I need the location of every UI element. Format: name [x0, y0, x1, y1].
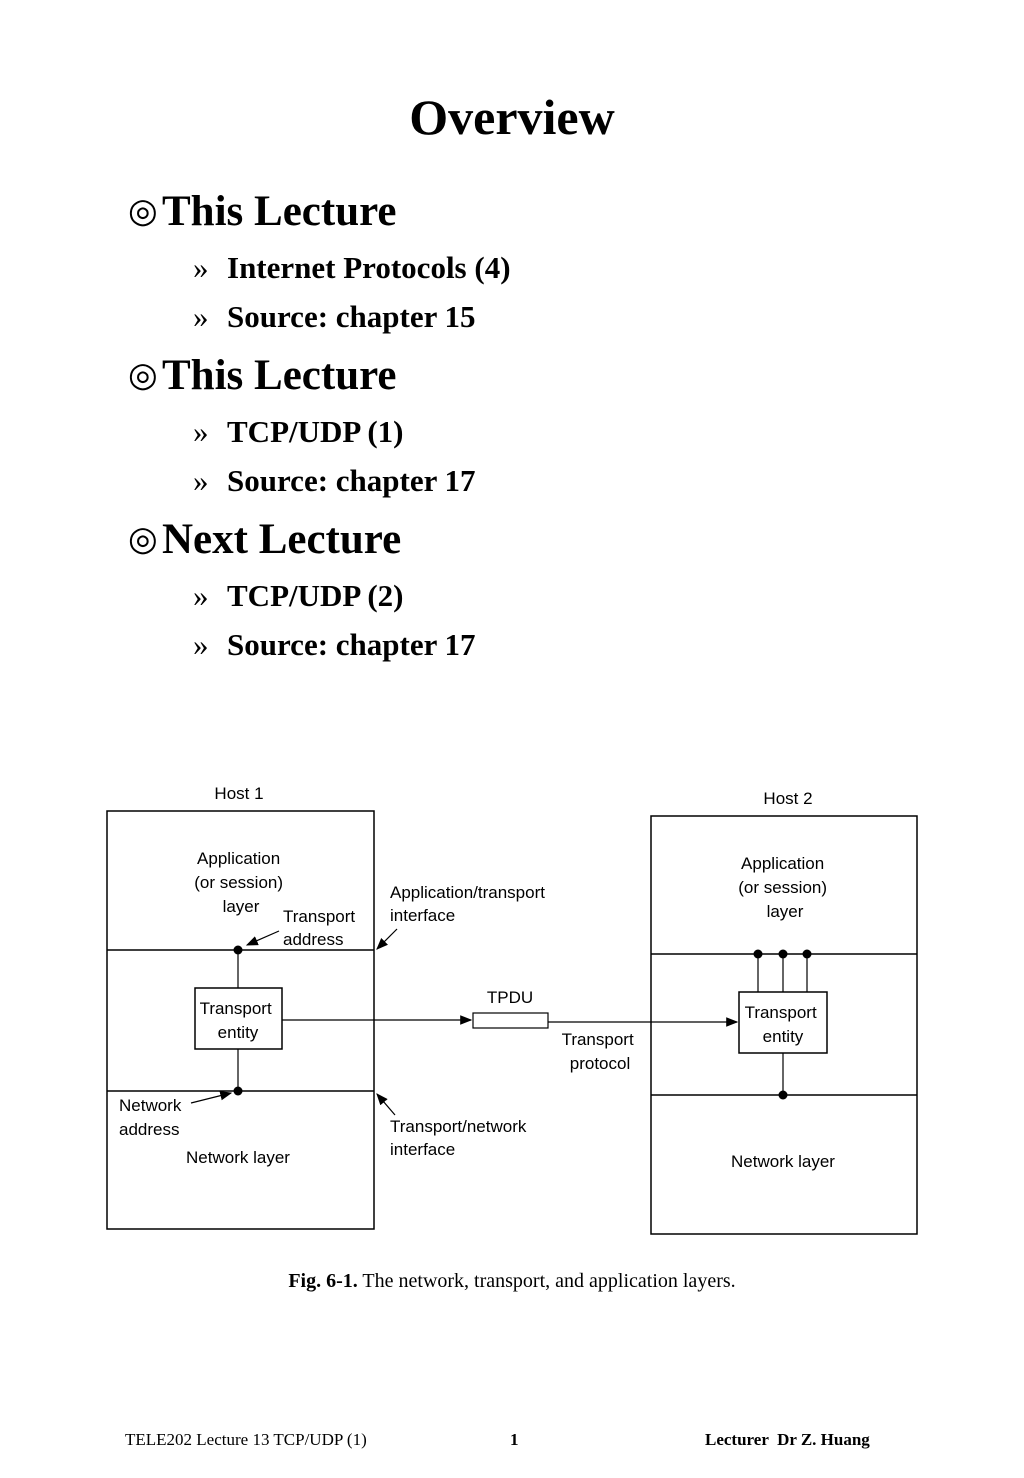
figure-caption-text: The network, transport, and application … [357, 1270, 736, 1292]
transport-address-arrow [245, 930, 280, 946]
list-item-text: Source: chapter 17 [227, 463, 476, 498]
footer-course: TELE202 Lecture 13 TCP/UDP (1) [125, 1430, 367, 1449]
section-heading: ◎This Lecture [128, 350, 397, 402]
transport-network-interface-label: Transport/network interface [390, 1117, 531, 1159]
transport-network-interface-arrow [376, 1093, 396, 1116]
network-address-arrow [190, 1090, 233, 1104]
chevron-bullet-icon: » [193, 463, 209, 498]
figure-caption: Fig. 6-1. The network, transport, and ap… [0, 1270, 1024, 1293]
host2-transport-entity-label: Transport entity [745, 1003, 822, 1046]
host2-transport-entity-box [738, 991, 828, 1054]
chevron-bullet-icon: » [193, 299, 209, 334]
section-heading-text: Next Lecture [162, 516, 402, 563]
host2-app-layer-label: Application (or session) layer [738, 854, 832, 921]
section-heading: ◎Next Lecture [128, 514, 401, 566]
list-item-text: TCP/UDP (2) [227, 578, 404, 613]
transport-protocol-label: Transport protocol [562, 1030, 639, 1073]
host1-label: Host 1 [214, 784, 263, 803]
chevron-bullet-icon: » [193, 627, 209, 662]
app-transport-interface-arrow [376, 928, 398, 950]
list-item: » Source: chapter 17 [193, 625, 476, 665]
footer-lecturer: Lecturer Dr Z. Huang [705, 1430, 870, 1449]
layers-diagram: Host 1 Application (or session) layer Tr… [106, 784, 918, 1235]
list-item: » TCP/UDP (2) [193, 576, 404, 616]
transport-address-label: Transport address [283, 907, 360, 949]
network-address-label: Network address [119, 1096, 186, 1139]
host2-box [650, 815, 918, 1235]
figure-caption-label: Fig. 6-1. [288, 1270, 358, 1292]
section-heading: ◎This Lecture [128, 186, 397, 238]
page-title: Overview [409, 89, 615, 145]
app-transport-interface-label: Application/transport interface [390, 883, 550, 925]
tpdu-box [472, 1012, 549, 1029]
list-item-text: TCP/UDP (1) [227, 414, 404, 449]
host1-network-layer-label: Network layer [186, 1148, 290, 1167]
footer-page-number: 1 [510, 1430, 519, 1449]
host2-network-layer-label: Network layer [731, 1152, 835, 1171]
host2-network-address-dot [778, 1090, 788, 1100]
list-item-text: Source: chapter 15 [227, 299, 476, 334]
list-item-text: Internet Protocols (4) [227, 250, 511, 285]
list-item: » TCP/UDP (1) [193, 412, 404, 452]
list-item: » Source: chapter 17 [193, 461, 476, 501]
host1-app-layer-label: Application (or session) layer [194, 849, 288, 916]
host2-label: Host 2 [763, 789, 812, 808]
chevron-bullet-icon: » [193, 414, 209, 449]
list-item: » Internet Protocols (4) [193, 248, 511, 288]
list-item: » Source: chapter 15 [193, 297, 476, 337]
section-heading-text: This Lecture [162, 188, 397, 235]
chevron-bullet-icon: » [193, 578, 209, 613]
chevron-bullet-icon: » [193, 250, 209, 285]
tpdu-label: TPDU [487, 988, 533, 1007]
list-item-text: Source: chapter 17 [227, 627, 476, 662]
target-bullet-icon: ◎ [128, 193, 158, 230]
section-heading-text: This Lecture [162, 352, 397, 399]
target-bullet-icon: ◎ [128, 521, 158, 558]
host1-transport-entity-label: Transport entity [200, 999, 277, 1042]
host1-network-address-dot [233, 1086, 243, 1096]
target-bullet-icon: ◎ [128, 357, 158, 394]
